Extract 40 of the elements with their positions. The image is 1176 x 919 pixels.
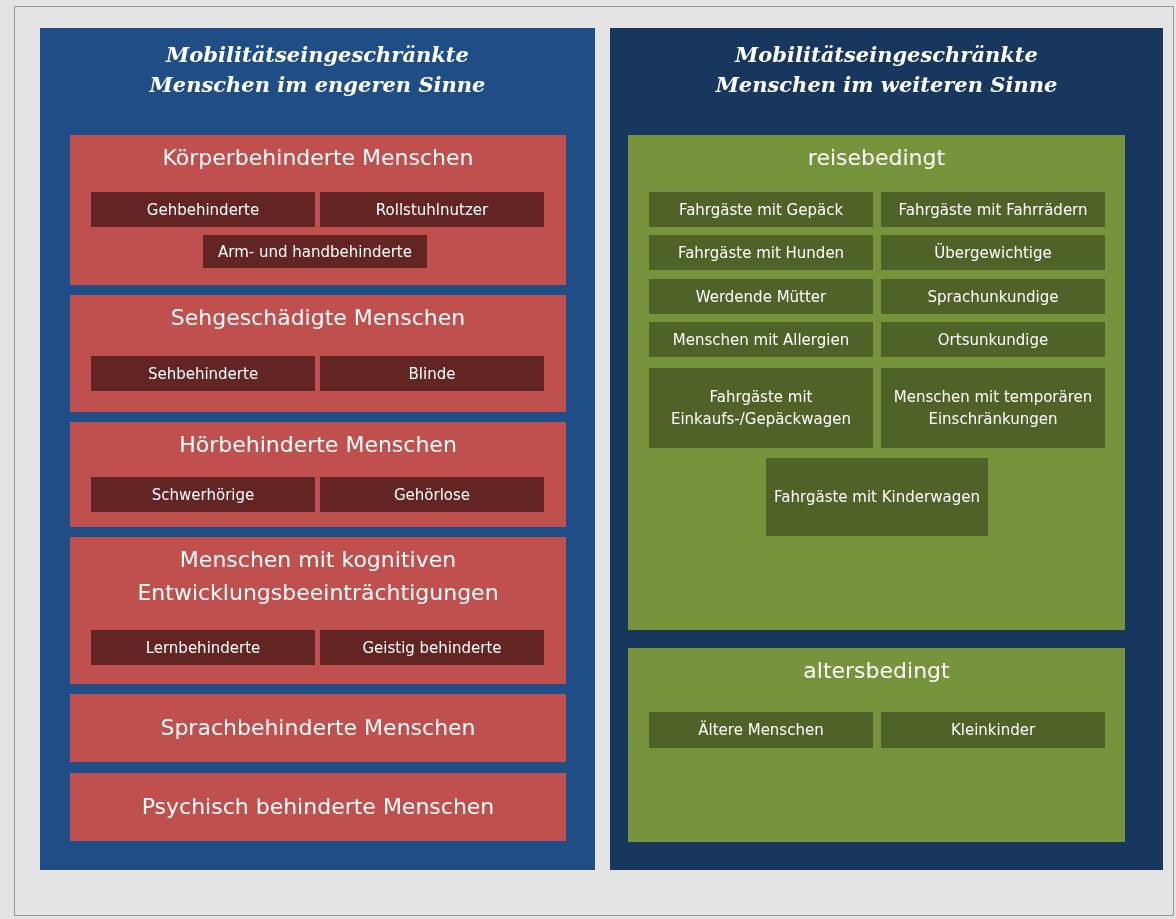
subcategory-tile: Kleinkinder xyxy=(881,712,1105,748)
category-heading: reisebedingt xyxy=(806,144,947,172)
subcategory-tile: Lernbehinderte xyxy=(91,630,315,665)
subcategory-tile: Fahrgäste mit Fahrrädern xyxy=(881,192,1105,227)
category-panel xyxy=(70,135,566,285)
subcategory-tile: Menschen mit Allergien xyxy=(649,322,873,357)
subcategory-tile: Gehbehinderte xyxy=(91,192,315,227)
category-panel xyxy=(628,648,1125,842)
category-panel: Psychisch behinderte Menschen xyxy=(70,773,566,841)
subcategory-tile: Arm- und handbehinderte xyxy=(203,235,427,268)
subcategory-tile: Geistig behinderte xyxy=(320,630,544,665)
subcategory-tile: Fahrgäste mit Hunden xyxy=(649,235,873,270)
category-heading: Hörbehinderte Menschen xyxy=(178,431,458,459)
subcategory-tile: Schwerhörige xyxy=(91,477,315,512)
category-panel xyxy=(70,422,566,527)
category-panel: Sprachbehinderte Menschen xyxy=(70,694,566,762)
subcategory-tile: Ortsunkundige xyxy=(881,322,1105,357)
category-heading: altersbedingt xyxy=(802,657,951,685)
subcategory-tile: Menschen mit temporären Einschränkungen xyxy=(881,368,1105,448)
subcategory-tile: Werdende Mütter xyxy=(649,279,873,314)
subcategory-tile: Fahrgäste mit Gepäck xyxy=(649,192,873,227)
subcategory-tile: Übergewichtige xyxy=(881,235,1105,270)
group-panel xyxy=(610,28,1163,870)
subcategory-tile: Ältere Menschen xyxy=(649,712,873,748)
subcategory-tile: Blinde xyxy=(320,356,544,391)
subcategory-tile: Fahrgäste mit Einkaufs-/Gepäckwagen xyxy=(649,368,873,448)
category-heading: Sehgeschädigte Menschen xyxy=(169,304,467,332)
group-heading: Mobilitätseingeschränkte Menschen im weiteren Sinne xyxy=(714,41,1059,99)
category-panel xyxy=(628,135,1125,630)
category-panel xyxy=(70,295,566,412)
category-heading: Körperbehinderte Menschen xyxy=(161,144,475,172)
subcategory-tile: Rollstuhlnutzer xyxy=(320,192,544,227)
category-panel xyxy=(70,537,566,684)
category-heading: Menschen mit kognitiven Entwicklungsbeeinträchtigungen xyxy=(136,546,500,607)
subcategory-tile: Gehörlose xyxy=(320,477,544,512)
group-panel xyxy=(40,28,595,870)
subcategory-tile: Sehbehinderte xyxy=(91,356,315,391)
group-heading: Mobilitätseingeschränkte Menschen im engeren Sinne xyxy=(148,41,487,99)
subcategory-tile: Fahrgäste mit Kinderwagen xyxy=(766,458,988,536)
subcategory-tile: Sprachunkundige xyxy=(881,279,1105,314)
